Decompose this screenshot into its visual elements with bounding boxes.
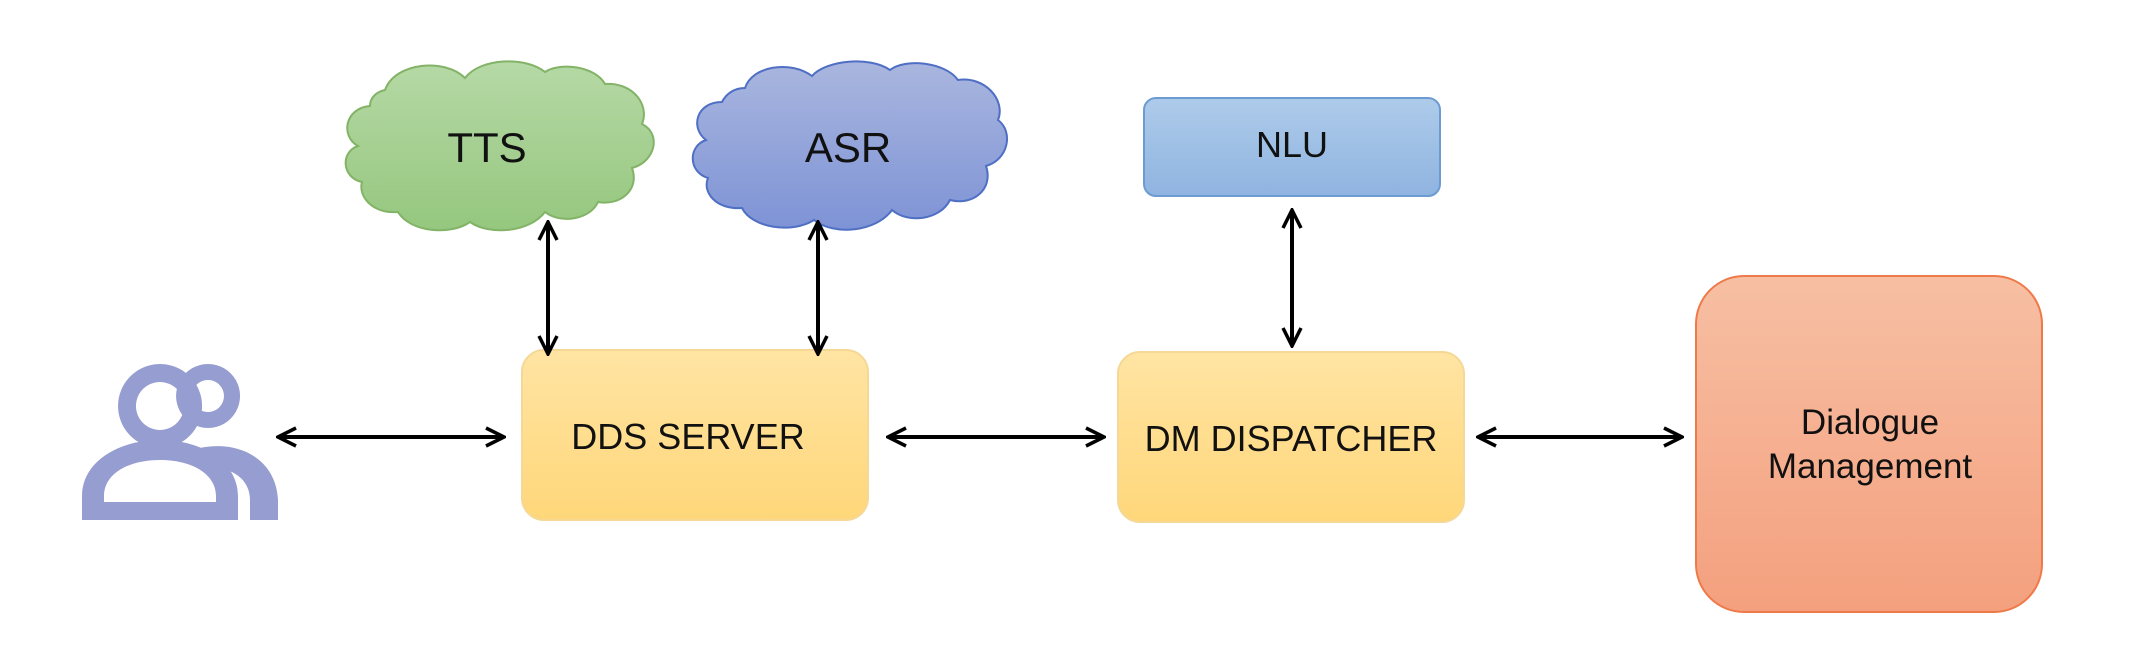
tts-label: TTS — [447, 124, 526, 171]
tts-cloud: TTS — [344, 60, 655, 232]
dds-server-box-shape — [521, 349, 869, 521]
tts-cloud-shape — [344, 60, 655, 232]
dm-dispatcher-box: DM DISPATCHER — [1117, 351, 1465, 523]
asr-label: ASR — [805, 124, 891, 171]
users-icon-front-body — [82, 440, 238, 520]
dialogue-management-label-line2: Management — [1768, 447, 1973, 486]
nlu-box-shape — [1143, 97, 1441, 197]
dialogue-management-label-line1: Dialogue — [1801, 403, 1939, 442]
dds-server-label: DDS SERVER — [571, 416, 804, 457]
dialogue-management-box: Dialogue Management — [1695, 275, 2043, 613]
users-icon — [82, 364, 278, 520]
users-icon-front-head — [118, 364, 203, 448]
dialogue-management-box-shape — [1695, 275, 2043, 613]
dm-dispatcher-label: DM DISPATCHER — [1145, 418, 1438, 459]
connectors — [278, 210, 1682, 437]
dm-dispatcher-box-shape — [1117, 351, 1465, 523]
dds-server-box: DDS SERVER — [521, 349, 869, 521]
nlu-label: NLU — [1256, 124, 1328, 165]
nlu-box: NLU — [1143, 97, 1441, 197]
asr-cloud: ASR — [691, 60, 1008, 231]
asr-cloud-shape — [691, 60, 1008, 231]
